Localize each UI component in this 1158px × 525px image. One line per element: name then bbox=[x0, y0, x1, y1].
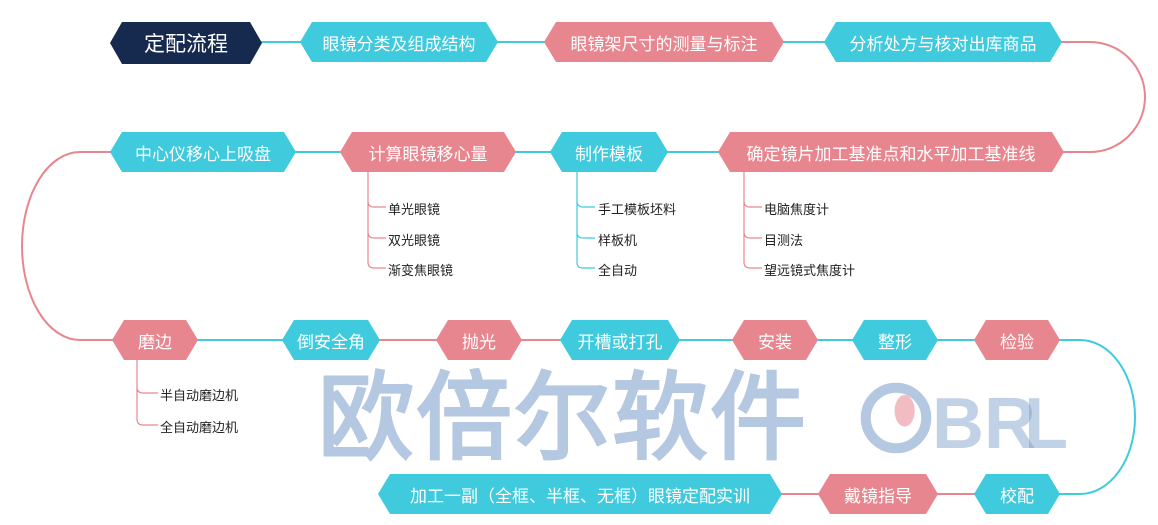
sub-item: 全自动 bbox=[598, 264, 638, 279]
node-groove-drill: 开槽或打孔 bbox=[560, 320, 680, 360]
node-adjustment: 校配 bbox=[974, 474, 1060, 514]
node-polish: 抛光 bbox=[436, 320, 522, 360]
node-make-template: 制作模板 bbox=[550, 132, 668, 172]
sub-item: 望远镜式焦度计 bbox=[764, 264, 856, 279]
node-practical-training: 加工一副（全框、半框、无框）眼镜定配实训 bbox=[378, 474, 782, 514]
sub-item: 目测法 bbox=[764, 234, 804, 249]
node-safety-bevel: 倒安全角 bbox=[282, 320, 380, 360]
node-baseline: 确定镜片加工基准点和水平加工基准线 bbox=[718, 132, 1064, 172]
sub-item: 半自动磨边机 bbox=[160, 389, 239, 404]
node-inspection: 检验 bbox=[974, 320, 1060, 360]
node-edging: 磨边 bbox=[112, 320, 198, 360]
node-glasses-classification: 眼镜分类及组成结构 bbox=[300, 22, 498, 62]
watermark-text: 欧倍尔软件 bbox=[318, 362, 808, 474]
node-wearing-guidance: 戴镜指导 bbox=[818, 474, 938, 514]
sub-item: 手工模板坯料 bbox=[598, 203, 677, 218]
node-frame-measurement: 眼镜架尺寸的测量与标注 bbox=[544, 22, 784, 62]
sub-item: 双光眼镜 bbox=[388, 234, 441, 249]
node-prescription-analysis: 分析处方与核对出库商品 bbox=[824, 22, 1062, 62]
title-node: 定配流程 bbox=[110, 22, 262, 64]
watermark-logo: BR L bbox=[860, 382, 1068, 454]
node-shaping: 整形 bbox=[852, 320, 938, 360]
svg-text:BR: BR bbox=[932, 384, 1036, 454]
sub-item: 渐变焦眼镜 bbox=[388, 264, 454, 279]
sub-item: 全自动磨边机 bbox=[160, 421, 239, 436]
sub-item: 单光眼镜 bbox=[388, 203, 441, 218]
node-assembly: 安装 bbox=[732, 320, 818, 360]
svg-text:L: L bbox=[1024, 384, 1068, 454]
node-centering-suction: 中心仪移心上吸盘 bbox=[110, 132, 296, 172]
sub-item: 电脑焦度计 bbox=[764, 203, 830, 218]
sub-item: 样板机 bbox=[598, 234, 638, 249]
node-decentration-calc: 计算眼镜移心量 bbox=[340, 132, 516, 172]
